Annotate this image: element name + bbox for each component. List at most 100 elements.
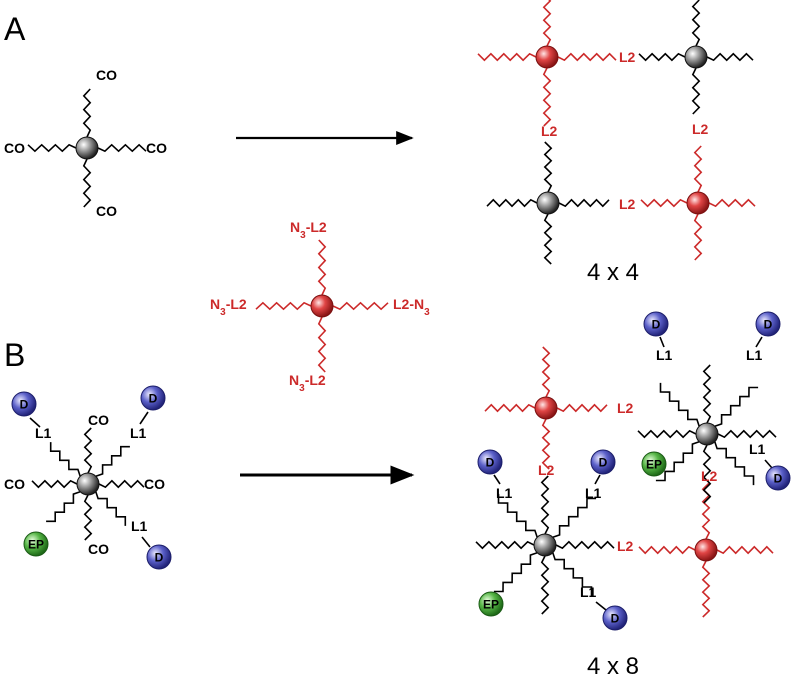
polymer-arm: [693, 213, 703, 261]
polymer-arm: [555, 540, 615, 550]
end-group-co: CO: [88, 412, 109, 428]
polymer-arm: [638, 52, 686, 62]
linker-l2: L2: [619, 196, 636, 212]
panel-b-caption: 4 x 8: [587, 653, 639, 680]
polymer-arm: [27, 143, 77, 153]
gray-core-sphere: [695, 422, 719, 446]
end-group-co: CO: [146, 140, 167, 156]
crosslinker-left-label: N3-L2: [210, 296, 247, 318]
polymer-arm: [655, 441, 700, 482]
end-group-co: CO: [96, 203, 117, 219]
panel-b-label: B: [4, 337, 25, 373]
gray-core-sphere: [536, 191, 560, 215]
end-group-co: CO: [96, 67, 117, 83]
polymer-arm: [659, 382, 700, 427]
l1-bond: [755, 336, 763, 348]
linker-l1: L1: [35, 425, 52, 441]
linker-l2: L2: [692, 121, 709, 137]
polymer-arm: [49, 442, 81, 477]
l1-bond: [595, 601, 607, 611]
crosslinker-right-label: L2-N3: [393, 296, 430, 318]
polymer-arm: [541, 418, 551, 470]
l1-bond: [141, 536, 151, 548]
polymer-arm: [691, 67, 701, 115]
drug-sphere: [140, 385, 166, 411]
ep-label: EP: [646, 458, 662, 472]
red-core-sphere: [694, 538, 718, 562]
drug-sphere: [602, 605, 628, 631]
polymer-arm: [477, 52, 537, 62]
polymer-arm: [475, 540, 535, 550]
linker-l1: L1: [131, 518, 148, 534]
polymer-arm: [486, 198, 538, 208]
drug-label: D: [611, 612, 620, 626]
drug-label: D: [599, 456, 608, 470]
polymer-arm: [640, 198, 688, 208]
polymer-arm: [637, 429, 697, 439]
polymer-arm: [82, 158, 92, 208]
gray-core-sphere: [684, 45, 708, 69]
panel-a-label: A: [4, 11, 26, 47]
gray-core-sphere: [75, 136, 99, 160]
drug-sphere: [146, 544, 172, 570]
polymer-arm: [693, 145, 703, 193]
polymer-arm: [557, 52, 617, 62]
polymer-arm: [701, 560, 711, 618]
polymer-arm: [540, 555, 550, 615]
polymer-arm: [82, 88, 92, 138]
polymer-arm: [714, 441, 755, 486]
l1-bond: [659, 336, 665, 348]
polymer-arm: [332, 301, 389, 311]
polymer-arm: [31, 479, 78, 489]
polymer-arm: [83, 427, 93, 474]
polymer-arm: [497, 493, 538, 538]
ep-sphere: [23, 531, 49, 557]
linker-l1: L1: [656, 347, 673, 363]
linker-l1: L1: [585, 485, 602, 501]
end-group-co: CO: [4, 476, 25, 492]
drug-sphere: [590, 449, 616, 475]
polymer-arm: [543, 141, 553, 193]
polymer-arm: [83, 494, 93, 541]
linker-l1: L1: [746, 347, 763, 363]
drug-sphere: [765, 465, 791, 491]
drug-label: D: [764, 318, 773, 332]
crosslinker-bottom-label: N3-L2: [289, 372, 326, 394]
polymer-arm: [95, 445, 130, 477]
gray-core-sphere: [533, 533, 557, 557]
linker-l2: L2: [538, 462, 555, 478]
l1-bond: [493, 474, 501, 485]
linker-l2: L2: [619, 49, 636, 65]
panel-a-caption: 4 x 4: [587, 259, 639, 286]
polymer-arm: [543, 213, 553, 265]
polymer-arm: [484, 403, 536, 413]
polymer-arm: [540, 475, 550, 535]
drug-label: D: [774, 472, 783, 486]
end-group-co: CO: [144, 476, 165, 492]
polymer-arm: [255, 301, 312, 311]
drug-sphere: [755, 311, 781, 337]
polymer-arm: [638, 545, 696, 555]
polymer-arm: [317, 239, 327, 296]
ep-label: EP: [483, 598, 499, 612]
drug-sphere: [643, 311, 669, 337]
end-group-co: CO: [88, 541, 109, 557]
polymer-arm: [542, 67, 552, 127]
crosslinker-top-label: N3-L2: [290, 219, 327, 241]
polymer-arm: [95, 491, 127, 526]
linker-l2: L2: [617, 400, 634, 416]
drug-sphere: [477, 449, 503, 475]
linker-l2: L2: [617, 538, 634, 554]
polymer-arm: [541, 346, 551, 398]
polymer-arm: [706, 52, 754, 62]
polymer-arm: [317, 316, 327, 373]
linker-l2: L2: [541, 123, 558, 139]
polymer-arm: [716, 545, 774, 555]
polymer-arm: [97, 143, 147, 153]
polymer-arm: [46, 491, 81, 523]
polymer-arm: [493, 552, 538, 593]
